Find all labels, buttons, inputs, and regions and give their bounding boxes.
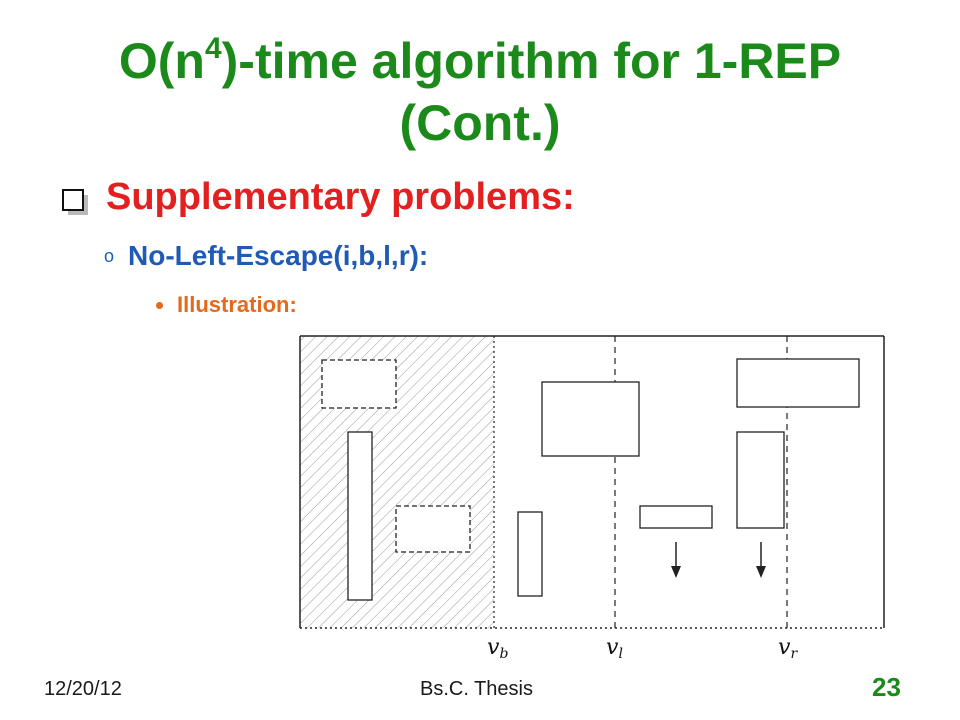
circle-bullet-icon: o [104, 245, 115, 266]
down-arrow-icon [756, 542, 766, 578]
rect-small-tall [517, 511, 543, 597]
label-vl: vl [606, 635, 623, 662]
label-vr: vr [778, 635, 798, 662]
bullet-level-3: Illustration: [156, 292, 297, 318]
bullet-level-1-text: Supplementary problems: [106, 176, 575, 218]
rect-flat [639, 505, 713, 529]
footer-date: 12/20/12 [44, 678, 122, 700]
checkbox-bullet-icon [62, 184, 90, 215]
title-line-2: (Cont.) [399, 95, 561, 151]
bullet-level-2-text: No-Left-Escape(i,b,l,r): [128, 240, 429, 271]
title-line-1: O(n4)-time algorithm for 1-REP [118, 32, 842, 89]
solid-rect-tall [347, 431, 373, 601]
dashed-rect-top [321, 359, 397, 409]
footer-title: Bs.C. Thesis [420, 678, 533, 700]
rect-wide-mid [541, 381, 640, 457]
slide-title: O(n4)-time algorithm for 1-REP (Cont.) [0, 30, 960, 154]
bullet-level-3-text: Illustration: [177, 292, 297, 317]
dashed-rect-mid [395, 505, 471, 553]
rect-right-tall [736, 431, 785, 529]
illustration-figure: vb vl vr [290, 328, 896, 667]
page-number: 23 [872, 672, 901, 702]
dot-bullet-icon [156, 301, 163, 309]
label-vb: vb [487, 635, 508, 662]
down-arrow-icon [671, 542, 681, 578]
illustration-diagram: vb vl vr [299, 335, 885, 662]
bullet-level-1: Supplementary problems: [62, 176, 575, 219]
rect-top-right [736, 358, 860, 408]
bullet-level-2: o No-Left-Escape(i,b,l,r): [104, 240, 428, 272]
